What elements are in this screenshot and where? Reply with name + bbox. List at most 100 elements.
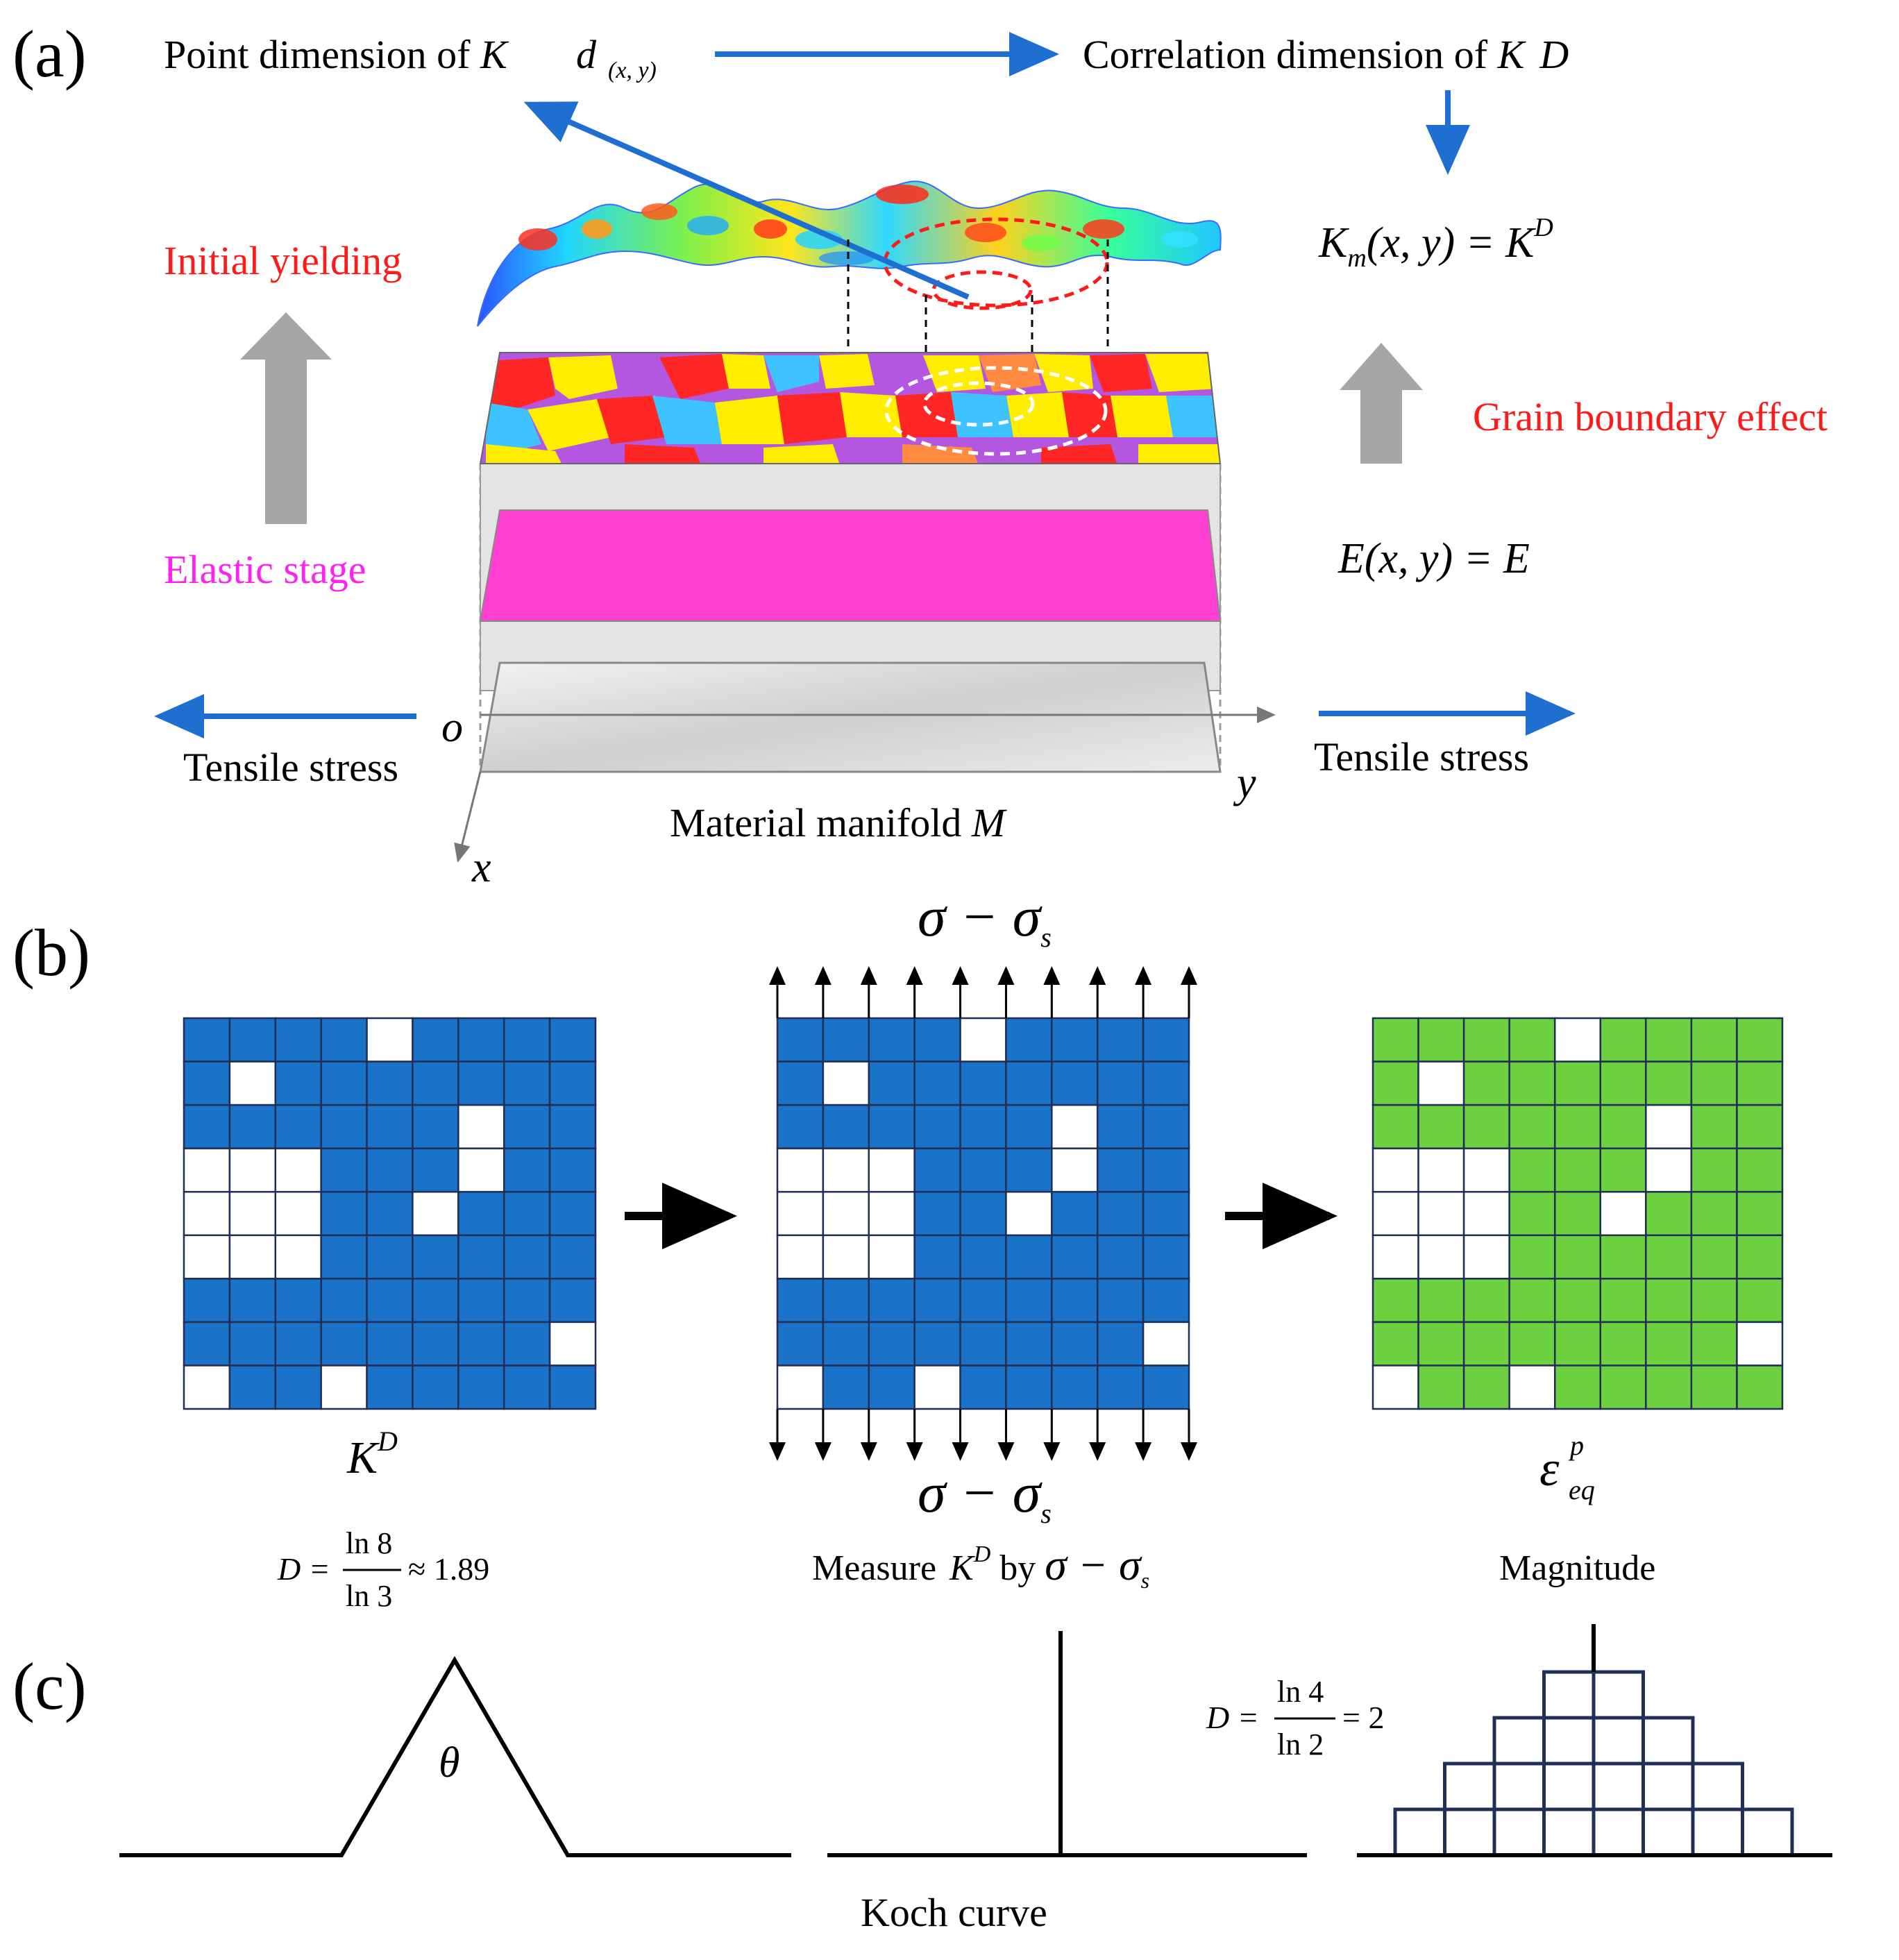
grid-kd-cell — [320, 1190, 368, 1237]
staircase-box — [1641, 1762, 1695, 1811]
grid-measure-cell — [913, 1104, 961, 1149]
grid3-label-base: ε — [1539, 1441, 1560, 1496]
point-dimension-label: Point dimension of K d (x, y) — [164, 32, 657, 83]
grid-kd-cell — [228, 1190, 277, 1237]
magnitude-caption: Magnitude — [1499, 1548, 1655, 1588]
material-manifold-var: M — [971, 800, 1007, 845]
grid-kd-cell — [320, 1365, 368, 1410]
grid-plastic-strain — [1372, 1017, 1784, 1410]
grid-measure-cell — [1096, 1147, 1145, 1193]
box-staircase — [1357, 1624, 1832, 1857]
grid-plastic-strain-cell — [1690, 1061, 1738, 1106]
grid-measure-cell — [1005, 1061, 1053, 1106]
x-axis — [454, 771, 482, 863]
grid-kd-cell — [503, 1061, 551, 1106]
d-formula-b-den: ln 3 — [346, 1579, 392, 1613]
tensile-stress-right-label: Tensile stress — [1314, 734, 1529, 779]
measure-caption-base: K — [949, 1548, 975, 1588]
grid-kd-cell — [320, 1061, 368, 1106]
svg-text:Point dimension of K: Point dimension of K — [164, 32, 509, 77]
theta-label: θ — [439, 1739, 459, 1786]
grid-kd-cell — [412, 1278, 459, 1324]
grid-plastic-strain-cell — [1690, 1190, 1738, 1237]
grid-measure-cell — [1096, 1017, 1145, 1063]
staircase-box — [1592, 1762, 1645, 1811]
grid-plastic-strain-cell — [1372, 1278, 1419, 1324]
grid-plastic-strain-cell — [1508, 1061, 1556, 1106]
grid-plastic-strain-cell — [1645, 1147, 1693, 1193]
d-formula-b-num: ln 8 — [346, 1526, 392, 1560]
grid-measure-cell — [1005, 1147, 1053, 1193]
grid-plastic-strain-cell — [1417, 1234, 1465, 1280]
staircase-box — [1492, 1716, 1546, 1766]
grid-kd-cell — [274, 1321, 322, 1367]
grid3-label: ε p eq — [1539, 1430, 1595, 1505]
grid-measure-cell — [1005, 1017, 1053, 1063]
grid-measure-cell — [913, 1321, 961, 1367]
grid-measure-cell — [1096, 1061, 1145, 1106]
staircase-box — [1492, 1762, 1546, 1811]
grid-kd-cell — [228, 1017, 277, 1063]
grid-plastic-strain-cell — [1599, 1061, 1647, 1106]
grid-plastic-strain-cell — [1599, 1321, 1647, 1367]
staircase-box — [1641, 1716, 1695, 1766]
grid-measure-cell — [1142, 1147, 1190, 1193]
grid-kd-cell — [183, 1061, 231, 1106]
grid-kd-cell — [228, 1278, 277, 1324]
grid-plastic-strain-cell — [1645, 1190, 1693, 1237]
gray-up-arrow-right — [1340, 343, 1423, 464]
grid-measure-cell — [1051, 1321, 1099, 1367]
grid-kd-cell — [183, 1278, 231, 1324]
material-manifold-text: Material manifold — [670, 800, 972, 845]
grid-measure-cell — [1142, 1321, 1190, 1367]
grid-plastic-strain-cell — [1690, 1321, 1738, 1367]
grid-plastic-strain-cell — [1417, 1365, 1465, 1410]
grid-plastic-strain-cell — [1417, 1190, 1465, 1237]
grid-plastic-strain-cell — [1462, 1104, 1510, 1149]
grid-measure-cell — [1142, 1278, 1190, 1324]
grid-measure-cell — [776, 1365, 825, 1410]
grid-plastic-strain-cell — [1462, 1147, 1510, 1193]
grid-plastic-strain-cell — [1736, 1061, 1784, 1106]
grid-measure-cell — [959, 1017, 1007, 1063]
sigma-bottom-label: σ − σs — [918, 1461, 1052, 1529]
staircase-box — [1592, 1807, 1645, 1857]
grid-plastic-strain-cell — [1553, 1061, 1602, 1106]
staircase-box — [1393, 1807, 1446, 1857]
grid-kd-cell — [457, 1104, 505, 1149]
grid-plastic-strain-cell — [1417, 1017, 1465, 1063]
grid-measure-cell — [776, 1147, 825, 1193]
grid-measure-cell — [959, 1147, 1007, 1193]
grid-measure-cell — [776, 1104, 825, 1149]
grid-plastic-strain-cell — [1736, 1147, 1784, 1193]
grid-kd-cell — [548, 1321, 597, 1367]
grain-outer-ellipse — [884, 366, 1108, 456]
grid-kd-cell — [412, 1147, 459, 1193]
grid-measure-cell — [822, 1017, 870, 1063]
grid-measure — [776, 1017, 1190, 1410]
grid-kd-cell — [228, 1234, 277, 1280]
grid-plastic-strain-cell — [1372, 1190, 1419, 1237]
grid-kd-cell — [548, 1104, 597, 1149]
grid-measure-cell — [959, 1365, 1007, 1410]
staircase-box — [1691, 1807, 1744, 1857]
grid-measure-cell — [1051, 1017, 1099, 1063]
grid-measure-cell — [1005, 1365, 1053, 1410]
grid-measure-cell — [959, 1321, 1007, 1367]
grid-plastic-strain-cell — [1372, 1147, 1419, 1193]
grid-kd-cell — [457, 1321, 505, 1367]
grid-measure-cell — [913, 1061, 961, 1106]
grid-measure-cell — [913, 1365, 961, 1410]
grid-plastic-strain-cell — [1417, 1278, 1465, 1324]
elastic-layer — [479, 509, 1222, 622]
grid1-label-sup: D — [377, 1426, 398, 1457]
grid-kd-cell — [366, 1321, 414, 1367]
yield-inner-ellipse — [931, 270, 1033, 310]
grid-kd-cell — [183, 1321, 231, 1367]
grid-plastic-strain-cell — [1462, 1234, 1510, 1280]
grid-plastic-strain-cell — [1736, 1365, 1784, 1410]
panel-b-label: (b) — [12, 915, 90, 990]
grid-kd-cell — [320, 1104, 368, 1149]
grid-measure-cell — [868, 1017, 915, 1063]
